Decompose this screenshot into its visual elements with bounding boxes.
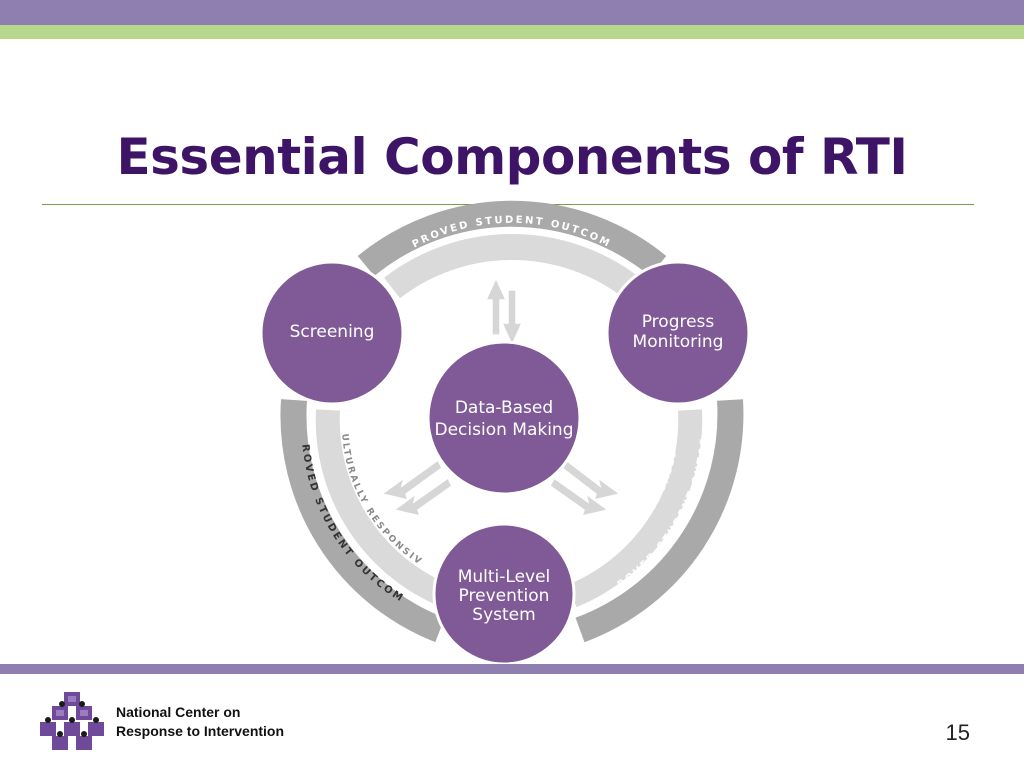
inner-ring-right — [567, 409, 703, 608]
progress-monitoring-node: Progress Monitoring — [605, 260, 751, 406]
arrow-right — [549, 458, 622, 518]
organization-name-line2: Response to Intervention — [116, 723, 285, 739]
progress-label-line2: Monitoring — [633, 332, 724, 352]
center-label-line1: Data-Based — [455, 398, 553, 418]
progress-label-line1: Progress — [642, 312, 715, 332]
multi-level-prevention-node: Multi-Level Prevention System — [432, 522, 576, 666]
arrow-top — [484, 276, 524, 347]
rti-cubes-logo — [40, 692, 104, 750]
multilevel-label-line3: System — [472, 605, 535, 625]
header-bar — [0, 0, 1024, 25]
slide-title: Essential Components of RTI — [116, 128, 908, 186]
multilevel-label-line1: Multi-Level — [458, 567, 551, 587]
multilevel-label-line2: Prevention — [459, 586, 550, 606]
organization-name: National Center on Response to Intervent… — [116, 703, 284, 741]
outer-ring — [280, 200, 744, 643]
footer-bar — [0, 664, 1024, 674]
inner-ring-top — [384, 234, 640, 299]
screening-label: Screening — [290, 322, 375, 342]
data-based-decision-node: Data-Based Decision Making — [426, 340, 582, 496]
arrow-left — [380, 458, 453, 518]
organization-name-line1: National Center on — [116, 704, 241, 720]
outer-ring-right — [575, 399, 744, 643]
screening-node: Screening — [259, 260, 405, 406]
header-accent-bar — [0, 25, 1024, 39]
center-label-line2: Decision Making — [435, 420, 574, 440]
outer-ring-top — [357, 200, 667, 277]
outer-ring-left — [280, 399, 445, 643]
page-number: 15 — [945, 720, 970, 745]
inner-ring — [315, 234, 703, 608]
inner-ring-left — [315, 409, 451, 608]
